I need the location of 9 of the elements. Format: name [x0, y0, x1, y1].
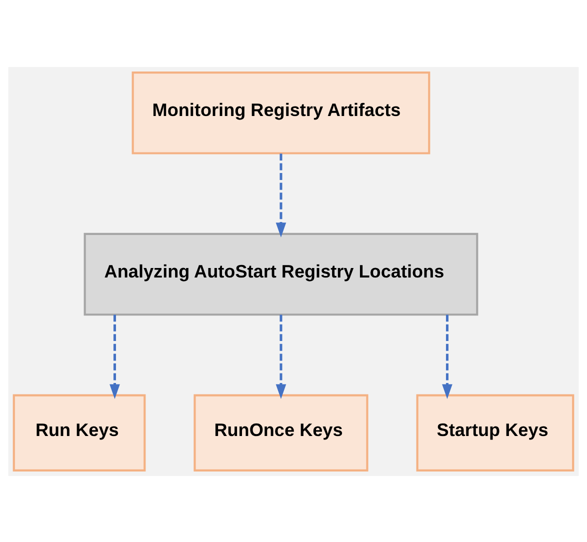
node-box: Monitoring Registry Artifacts: [132, 71, 430, 154]
arrow: [442, 314, 452, 399]
arrow: [110, 314, 120, 399]
node-box: RunOnce Keys: [194, 394, 368, 471]
arrow: [276, 314, 286, 399]
node-box: Analyzing AutoStart Registry Locations: [84, 232, 478, 316]
node-box: Startup Keys: [416, 394, 574, 471]
arrow: [276, 153, 286, 237]
node-box: Run Keys: [12, 394, 146, 471]
